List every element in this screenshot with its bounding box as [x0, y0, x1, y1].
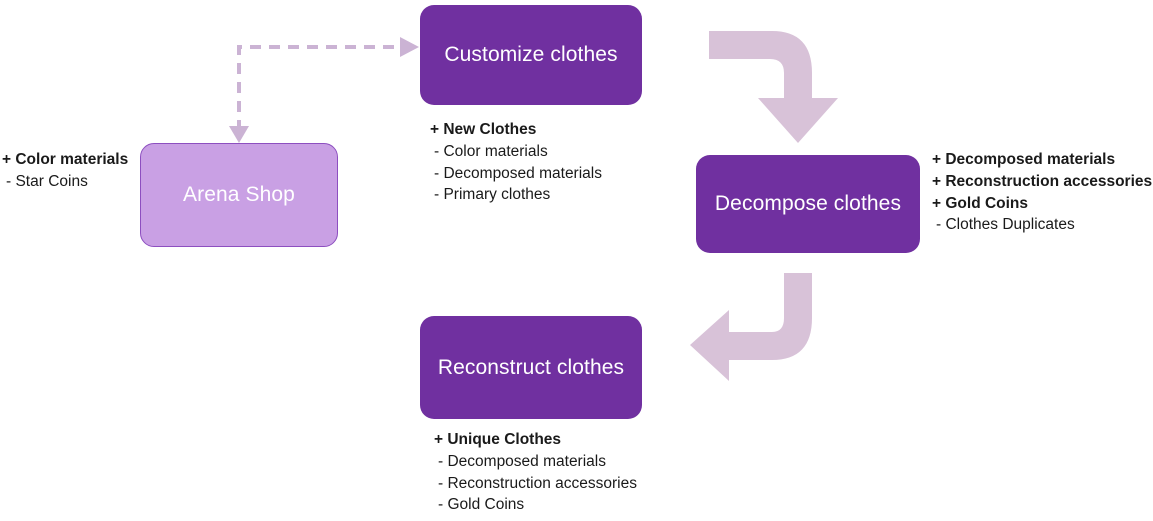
node-arena-shop[interactable]: Arena Shop: [140, 143, 338, 247]
node-label: Customize clothes: [444, 43, 618, 67]
io-line-gain: + Color materials: [2, 151, 129, 168]
io-line-cost: - Gold Coins: [438, 496, 525, 514]
io-line-cost: - Star Coins: [6, 172, 88, 190]
node-reconstruct-clothes[interactable]: Reconstruct clothes: [420, 316, 642, 419]
io-line-cost: - Clothes Duplicates: [936, 216, 1075, 234]
io-block-customize: + New Clothes - Color materials - Decomp…: [430, 119, 602, 206]
node-label: Reconstruct clothes: [437, 355, 625, 379]
io-line-cost: - Decomposed materials: [438, 452, 606, 470]
io-line-cost: - Primary clothes: [434, 186, 551, 204]
io-line-gain: + New Clothes: [430, 121, 537, 138]
io-line-cost: - Decomposed materials: [434, 164, 602, 182]
node-decompose-clothes[interactable]: Decompose clothes: [696, 155, 920, 253]
io-line-gain: + Decomposed materials: [932, 151, 1116, 168]
io-block-arena-shop: + Color materials - Star Coins: [2, 149, 128, 193]
io-line-gain: + Unique Clothes: [434, 431, 562, 448]
dashed-arrowhead-down: [229, 126, 249, 143]
dashed-elbow-path: [237, 45, 400, 131]
io-block-reconstruct: + Unique Clothes - Decomposed materials …: [434, 429, 637, 516]
node-label: Decompose clothes: [714, 192, 902, 216]
dashed-arrowhead-right: [400, 37, 419, 57]
block-arrow-customize-to-decompose: [709, 31, 838, 143]
io-block-decompose: + Decomposed materials + Reconstruction …: [932, 149, 1152, 236]
dashed-elbow-connector: [229, 37, 419, 143]
io-line-gain: + Reconstruction accessories: [932, 172, 1153, 190]
io-line-cost: - Color materials: [434, 142, 548, 160]
io-line-gain: + Gold Coins: [932, 194, 1029, 212]
io-line-cost: - Reconstruction accessories: [438, 474, 637, 492]
block-arrow-decompose-to-reconstruct: [690, 273, 812, 381]
node-customize-clothes[interactable]: Customize clothes: [420, 5, 642, 105]
node-label: Arena Shop: [183, 183, 295, 207]
